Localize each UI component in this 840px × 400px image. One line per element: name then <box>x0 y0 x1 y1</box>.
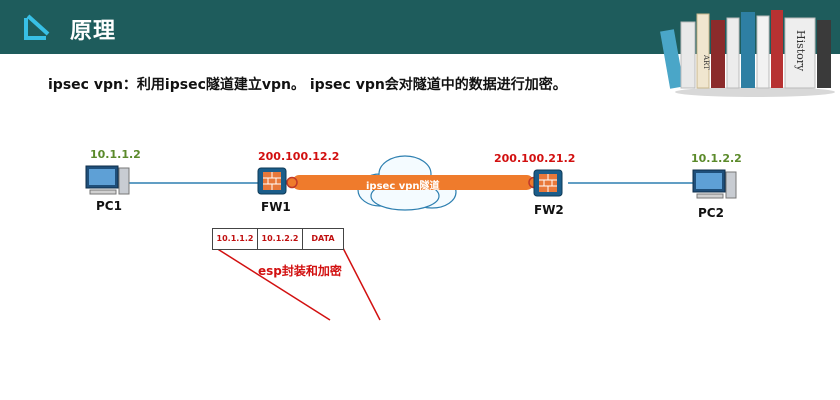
page-title: 原理 <box>70 19 117 44</box>
books-illustration: ART History <box>660 10 835 97</box>
pc1-icon <box>85 165 130 195</box>
fw1-ip: 200.100.12.2 <box>258 150 340 163</box>
packet-data: DATA <box>311 234 335 243</box>
pc2-ip: 10.1.2.2 <box>691 152 742 165</box>
pc1-ip: 10.1.1.2 <box>90 148 141 161</box>
fw1-label: FW1 <box>261 200 291 214</box>
annotation-line-right <box>342 247 381 321</box>
esp-label: esp封装和加密 <box>258 264 342 278</box>
tunnel-label: ipsec vpn隧道 <box>366 181 440 192</box>
pc2-label: PC2 <box>698 206 724 220</box>
esp-packet: 10.1.1.2 10.1.2.2 DATA <box>212 228 344 250</box>
fw2-icon <box>533 169 563 197</box>
arrow-down-right-icon <box>23 13 55 41</box>
fw1-icon <box>257 167 287 195</box>
packet-dst-ip: 10.1.2.2 <box>258 229 303 249</box>
fw2-label: FW2 <box>534 203 564 217</box>
pc2-icon <box>692 169 737 199</box>
description-text: ipsec vpn：利用ipsec隧道建立vpn。 ipsec vpn会对隧道中… <box>48 77 567 93</box>
book-history-label: History <box>794 30 807 72</box>
fw2-ip: 200.100.21.2 <box>494 152 576 165</box>
book-art-label: ART <box>702 54 710 70</box>
annotation-line-left <box>215 247 331 321</box>
pc1-label: PC1 <box>96 199 122 213</box>
packet-src-ip: 10.1.1.2 <box>213 229 258 249</box>
